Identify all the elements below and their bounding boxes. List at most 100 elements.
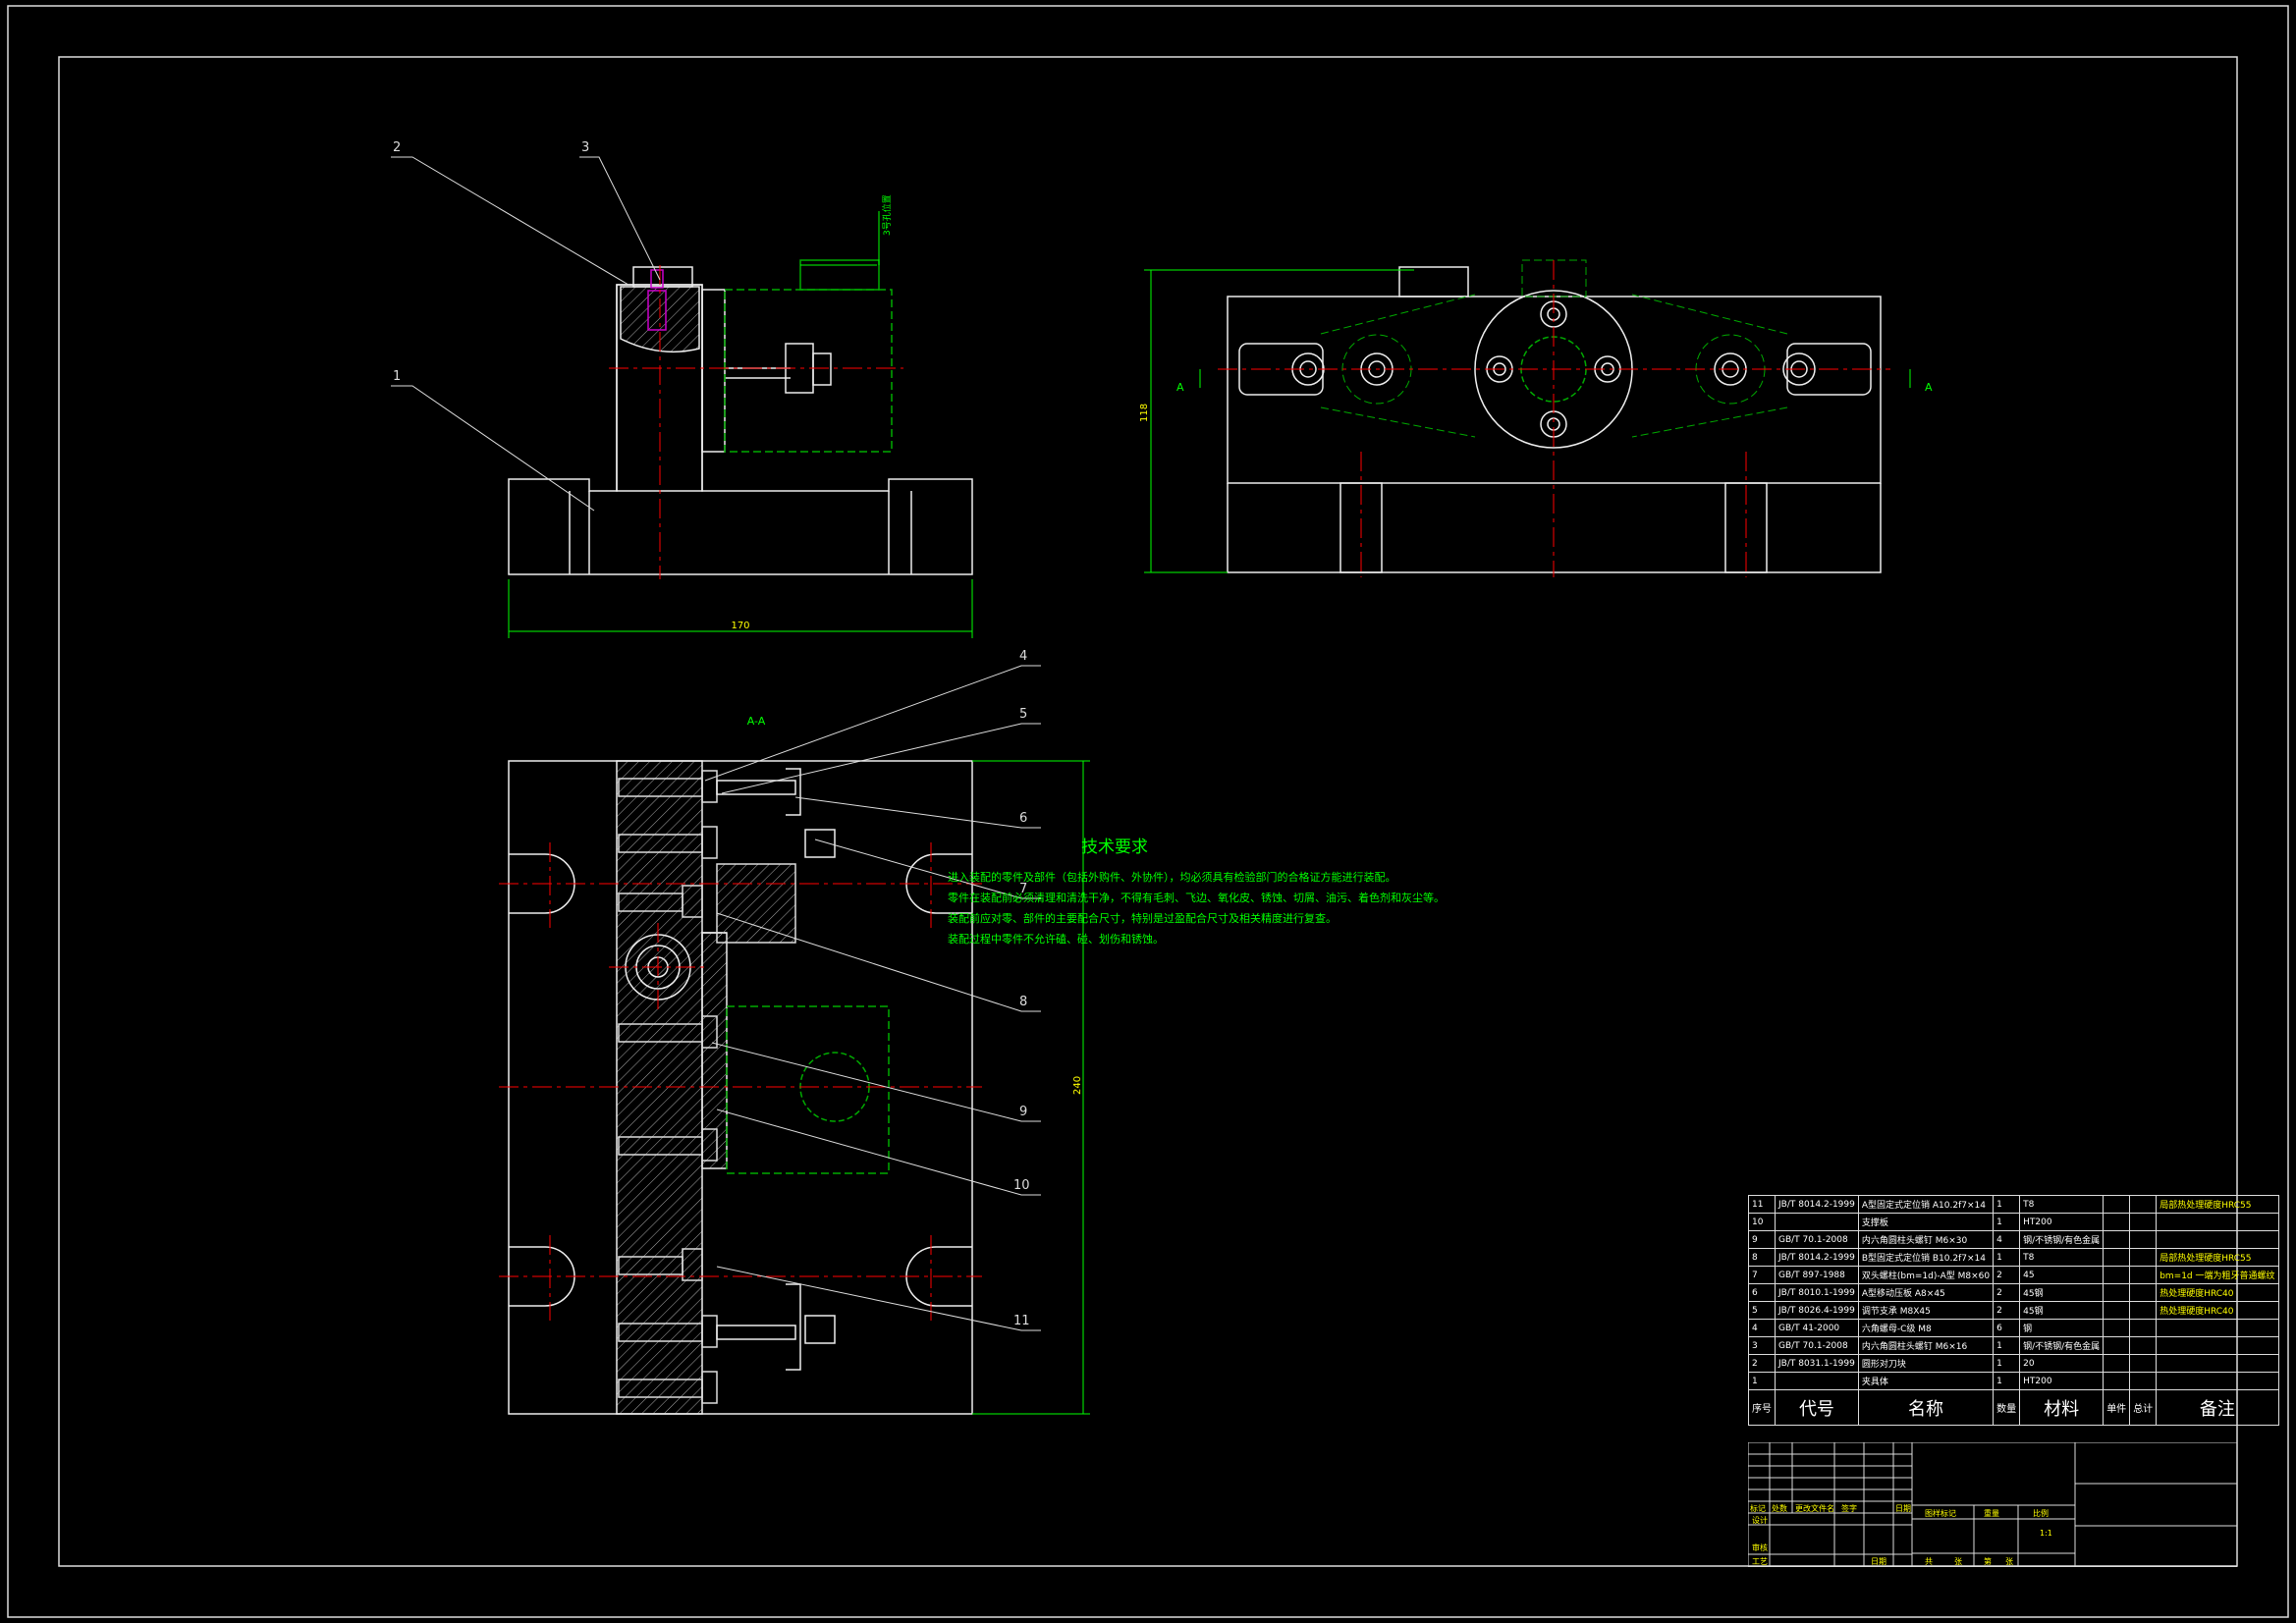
outer-frame: [7, 5, 2289, 1618]
bom-cell-weight: [2129, 1266, 2158, 1284]
bom-cell-note: [2156, 1230, 2279, 1249]
bom-cell-code: JB/T 8014.2-1999: [1775, 1248, 1859, 1267]
bom-cell-weight: [2129, 1354, 2158, 1373]
callout-7: 7: [1019, 882, 1027, 896]
bom-cell-name: 内六角圆柱头螺钉 M6×16: [1857, 1336, 1995, 1355]
bom-cell-name: 夹具体: [1857, 1372, 1995, 1390]
bom-cell-name: 六角螺母-C级 M8: [1857, 1319, 1995, 1337]
bom-cell-weight: [2103, 1336, 2131, 1355]
bom-cell-no: 2: [1748, 1354, 1776, 1373]
bom-cell-no: 8: [1748, 1248, 1776, 1267]
bom-cell-code: GB/T 41-2000: [1775, 1319, 1859, 1337]
callout-5: 5: [1019, 707, 1027, 722]
tb-label: 张: [1954, 1557, 1962, 1566]
bom-cell-qty: 2: [1993, 1301, 2021, 1320]
tb-label: 更改文件名: [1795, 1503, 1834, 1513]
bom-cell-weight: [2129, 1248, 2158, 1267]
bom-cell-weight: [2129, 1283, 2158, 1302]
bom-cell-material: 20: [2019, 1354, 2105, 1373]
tb-label: 日期: [1895, 1504, 1911, 1513]
bom-cell-code: JB/T 8026.4-1999: [1775, 1301, 1859, 1320]
tb-label: 日期: [1871, 1557, 1886, 1566]
bom-cell-note: bm=1d 一端为粗牙普通螺纹: [2156, 1266, 2279, 1284]
bom-header-no: 序号: [1748, 1389, 1776, 1426]
bom-cell-note: 局部热处理硬度HRC55: [2156, 1248, 2279, 1267]
bom-cell-weight: [2129, 1319, 2158, 1337]
bom-header-unit-weight: 单件: [2103, 1389, 2131, 1426]
bom-header-total-weight: 总计: [2129, 1389, 2158, 1426]
bom-cell-weight: [2103, 1230, 2131, 1249]
bom-header-note: 备注: [2156, 1389, 2279, 1426]
bom-cell-qty: 1: [1993, 1336, 2021, 1355]
section-mark-right: A: [1925, 381, 1933, 394]
tb-label: 第: [1984, 1556, 1992, 1566]
bom-cell-material: 钢/不锈钢/有色金属: [2019, 1230, 2105, 1249]
callout-9: 9: [1019, 1105, 1027, 1119]
bom-header: 序号 代号 名称 数量 材料 单件 总计 备注: [1748, 1389, 2279, 1426]
bom-cell-note: 热处理硬度HRC40: [2156, 1283, 2279, 1302]
bom-cell-material: HT200: [2019, 1213, 2105, 1231]
bom-cell-material: T8: [2019, 1195, 2105, 1214]
locator-note: 3号孔位置: [881, 194, 893, 236]
bom-cell-qty: 2: [1993, 1266, 2021, 1284]
bom-cell-no: 7: [1748, 1266, 1776, 1284]
bom-header-name: 名称: [1857, 1389, 1995, 1426]
bom-cell-no: 6: [1748, 1283, 1776, 1302]
callout-4: 4: [1019, 649, 1027, 664]
bom-cell-weight: [2129, 1195, 2158, 1214]
tb-label: 标记: [1750, 1503, 1766, 1513]
bom-cell-no: 3: [1748, 1336, 1776, 1355]
bom-cell-no: 9: [1748, 1230, 1776, 1249]
dim-top-height: 118: [1139, 404, 1150, 422]
bom-cell-weight: [2103, 1319, 2131, 1337]
tb-scale: 1:1: [2040, 1529, 2052, 1538]
callout-1: 1: [393, 369, 401, 384]
bom-cell-material: 钢/不锈钢/有色金属: [2019, 1336, 2105, 1355]
bom-cell-name: 圆形对刀块: [1857, 1354, 1995, 1373]
bom-cell-qty: 1: [1993, 1213, 2021, 1231]
bom-cell-no: 10: [1748, 1213, 1776, 1231]
bom-cell-weight: [2129, 1230, 2158, 1249]
tb-label: 审核: [1752, 1542, 1768, 1552]
bom-cell-weight: [2103, 1283, 2131, 1302]
tech-req-line: 装配过程中零件不允许磕、碰、划伤和锈蚀。: [948, 933, 1164, 946]
bom-cell-weight: [2103, 1372, 2131, 1390]
bom-cell-code: JB/T 8031.1-1999: [1775, 1354, 1859, 1373]
bom-cell-qty: 2: [1993, 1283, 2021, 1302]
bom-cell-material: 45钢: [2019, 1283, 2105, 1302]
bom-cell-name: 双头螺柱(bm=1d)-A型 M8×60: [1857, 1266, 1995, 1284]
bom-cell-qty: 1: [1993, 1195, 2021, 1214]
tb-label: 共: [1925, 1557, 1933, 1566]
bom-cell-name: 调节支承 M8X45: [1857, 1301, 1995, 1320]
bom-cell-note: 局部热处理硬度HRC55: [2156, 1195, 2279, 1214]
bom-cell-qty: 1: [1993, 1248, 2021, 1267]
bom-cell-code: [1775, 1372, 1859, 1390]
section-mark-left: A: [1176, 381, 1184, 394]
tech-req-title: 技术要求: [1081, 838, 1148, 857]
bom-cell-weight: [2103, 1195, 2131, 1214]
bom-cell-no: 11: [1748, 1195, 1776, 1214]
dim-front-width: 170: [731, 621, 749, 631]
bom-cell-weight: [2129, 1213, 2158, 1231]
tb-label: 设计: [1752, 1515, 1768, 1525]
callout-3: 3: [581, 140, 589, 155]
tb-label: 工艺: [1752, 1557, 1768, 1566]
callout-11: 11: [1013, 1314, 1030, 1328]
title-block: 标记 处数 更改文件名 签字 日期 设计 审核 工艺 图样标记 重量 比例 共 …: [1748, 1442, 2237, 1567]
bom-cell-note: [2156, 1372, 2279, 1390]
bom-cell-weight: [2103, 1266, 2131, 1284]
bom-header-material: 材料: [2019, 1389, 2105, 1426]
bom-header-code: 代号: [1775, 1389, 1859, 1426]
dim-section-height: 240: [1072, 1076, 1083, 1095]
bom-cell-note: 热处理硬度HRC40: [2156, 1301, 2279, 1320]
